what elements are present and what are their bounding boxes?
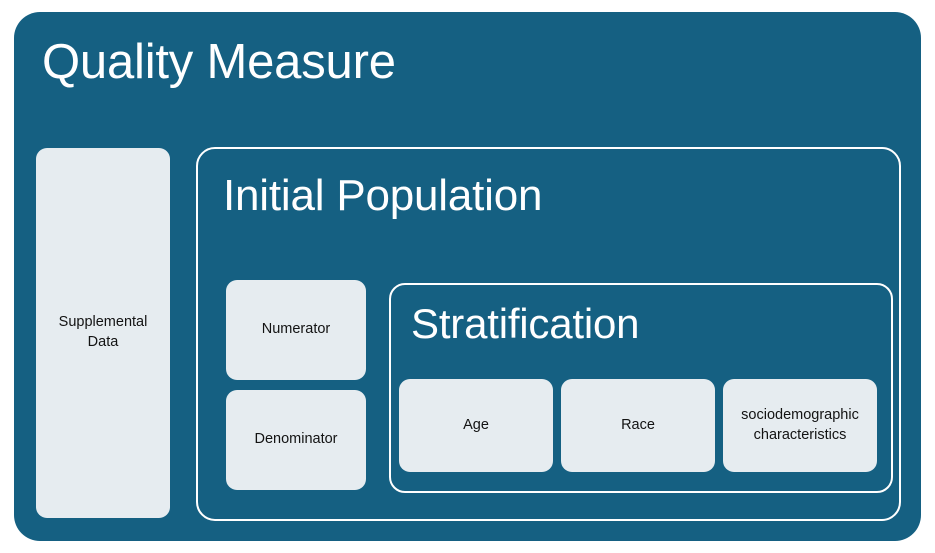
initial-population-container: Initial Population Numerator Denominator… [196, 147, 901, 521]
quality-measure-title: Quality Measure [42, 35, 396, 89]
initial-population-title: Initial Population [223, 171, 543, 220]
stratification-item-race: Race [561, 379, 715, 472]
denominator-box: Denominator [226, 390, 366, 490]
stratification-item-sociodemographic-characteristics: sociodemographic characteristics [723, 379, 877, 472]
numerator-box: Numerator [226, 280, 366, 380]
quality-measure-container: Quality Measure Supplemental Data Initia… [14, 12, 921, 541]
supplemental-data-box: Supplemental Data [36, 148, 170, 518]
stratification-title: Stratification [411, 300, 640, 347]
stratification-item-age: Age [399, 379, 553, 472]
stratification-container: Stratification Age Race sociodemographic… [389, 283, 893, 493]
